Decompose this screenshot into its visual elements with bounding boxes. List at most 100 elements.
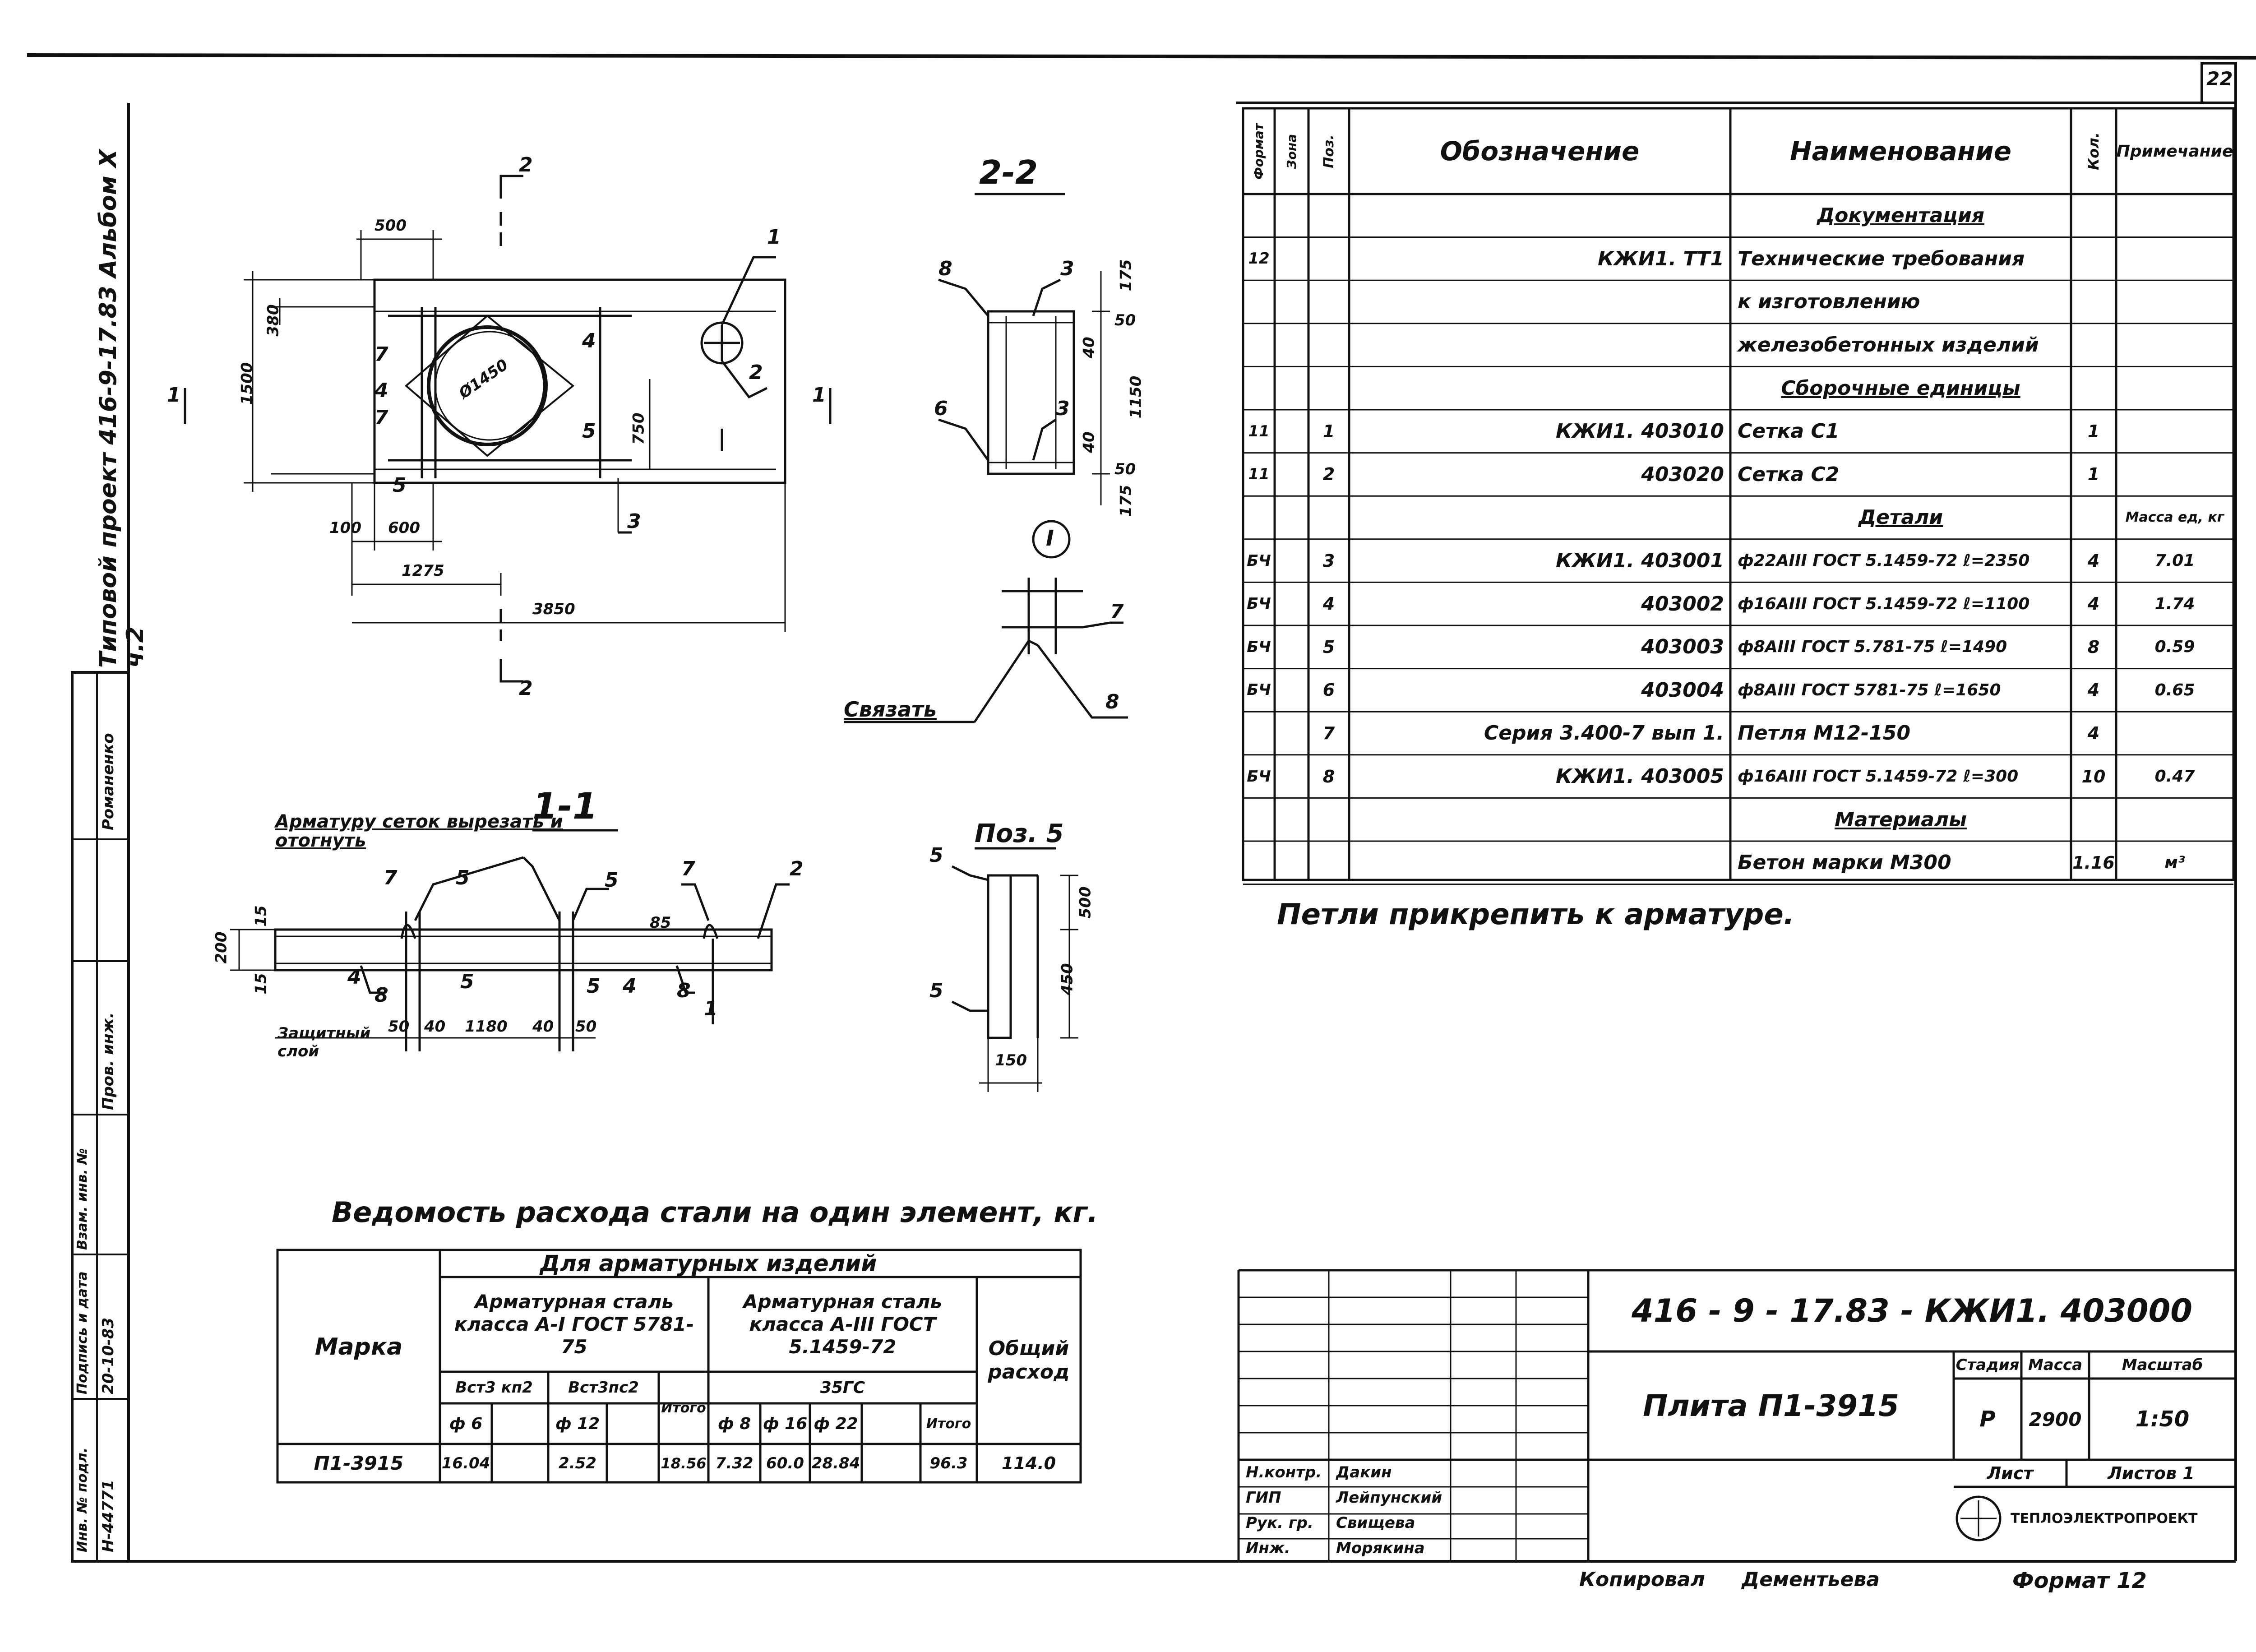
- steel-cell-itogo2: 96.3: [929, 1454, 968, 1472]
- plan-section-left: 1: [167, 384, 181, 407]
- spec-cell-des: Серия 3.400-7 вып 1.: [1484, 722, 1724, 745]
- section-1-1-pos: 7: [681, 857, 695, 880]
- spec-cell-fmt: 11: [1248, 465, 1270, 484]
- title-block-org: ТЕПЛОЭЛЕКТРОПРОЕКТ: [2011, 1510, 2198, 1527]
- spec-cell-name: Бетон марки М300: [1738, 851, 1951, 875]
- spec-cell-note: [2116, 194, 2233, 237]
- title-block-scale: 1:50: [2135, 1407, 2190, 1432]
- spec-cell-fmt: 12: [1248, 250, 1270, 268]
- section-1-1-dim: 40: [532, 1018, 554, 1036]
- steel-cell-d6: 16.04: [441, 1454, 490, 1472]
- spec-header-designation: Обозначение: [1440, 136, 1640, 167]
- side-stamp-prov-name: Романенко: [99, 733, 117, 831]
- sheet-number: 22: [2206, 68, 2233, 90]
- title-block-grid: [1237, 1269, 2236, 1561]
- section-2-2-pos: 3: [1060, 257, 1074, 280]
- spec-cell-name: железобетонных изделий: [1738, 333, 2039, 357]
- section-2-2-dim: 1150: [1127, 375, 1145, 419]
- section-2-2-dim: 50: [1114, 311, 1136, 329]
- plan-dim: 1275: [402, 562, 444, 580]
- spec-cell-note: [2116, 453, 2233, 496]
- steel-header-vst3: Вст3 кп2: [455, 1379, 533, 1397]
- steel-cell-d12: 2.52: [559, 1454, 596, 1472]
- spec-cell-name: ф16АIII ГОСТ 5.1459-72 ℓ=1100: [1738, 594, 2030, 613]
- spec-cell-name: Сборочные единицы: [1781, 376, 2020, 400]
- section-1-1-dim: 200: [212, 931, 231, 964]
- section-1-1-dim: 1180: [465, 1018, 508, 1036]
- spec-cell-name: Сетка С1: [1738, 420, 1840, 443]
- spec-cell-des: КЖИ1. 403005: [1556, 765, 1724, 788]
- spec-cell-des: [1349, 496, 1730, 539]
- side-stamp-prov-label: Пров. инж.: [99, 1012, 117, 1110]
- plan-dim: 600: [388, 519, 420, 537]
- spec-cell-name: ф8АIII ГОСТ 5.781-75 ℓ=1490: [1738, 638, 2007, 657]
- spec-row-lines: [1243, 236, 2233, 885]
- title-block-name: Дакин: [1336, 1463, 1392, 1481]
- spec-cell-pos: [1308, 280, 1349, 324]
- spec-cell-note: Масса ед, кг: [2125, 509, 2224, 526]
- spec-cell-name: Технические требования: [1738, 247, 2025, 270]
- section-1-1-pos: 4: [347, 966, 361, 989]
- spec-cell-fmt: БЧ: [1247, 767, 1271, 786]
- steel-table-grid: [276, 1249, 1082, 1484]
- spec-cell-note: [2116, 366, 2233, 410]
- pos5-label: 5: [929, 979, 943, 1002]
- pos5-dim: 500: [1076, 886, 1095, 919]
- plan-dim: 100: [329, 519, 361, 537]
- section-1-1-pos: 4: [623, 975, 637, 998]
- plan-pos-label: 3: [627, 510, 641, 533]
- spec-cell-qty: 1: [2087, 421, 2100, 441]
- spec-cell-zone: [1275, 582, 1308, 625]
- spec-cell-pos: [1308, 237, 1349, 281]
- spec-cell-fmt: БЧ: [1247, 551, 1271, 570]
- spec-cell-fmt: [1243, 194, 1275, 237]
- spec-cell-des: 403003: [1641, 635, 1724, 659]
- steel-header-vst3ps: Вст3пс2: [568, 1379, 639, 1397]
- spec-cell-note: [2116, 798, 2233, 841]
- title-block-mass-header: Масса: [2028, 1356, 2083, 1374]
- spec-cell-note: 0.65: [2154, 680, 2195, 699]
- node-1-label: 7: [1110, 600, 1124, 623]
- spec-cell-name: Документация: [1817, 204, 1985, 227]
- spec-cell-des: КЖИ1. ТТ1: [1598, 247, 1724, 270]
- spec-cell-fmt: [1243, 366, 1275, 410]
- spec-cell-pos: 4: [1322, 594, 1335, 614]
- spec-header-name: Наименование: [1790, 136, 2011, 167]
- title-block-stage: Р: [1979, 1407, 1996, 1432]
- copied-label: Копировал: [1579, 1568, 1705, 1591]
- steel-header-total: Общий расход: [988, 1337, 1070, 1384]
- section-1-1-pos: 7: [384, 866, 398, 889]
- plan-dim: 380: [264, 304, 282, 337]
- node-1-label: 8: [1105, 690, 1119, 713]
- format-label: Формат 12: [2012, 1568, 2147, 1593]
- title-block-name: Лейпунский: [1336, 1489, 1442, 1507]
- steel-header-a3: Арматурная сталь класса А-III ГОСТ 5.145…: [743, 1291, 942, 1358]
- spec-cell-name: Детали: [1858, 506, 1943, 529]
- spec-cell-pos: [1308, 366, 1349, 410]
- spec-cell-pos: [1308, 194, 1349, 237]
- spec-cell-zone: [1275, 841, 1308, 884]
- spec-cell-note: 1.74: [2154, 594, 2195, 613]
- section-2-2-dim: 175: [1117, 259, 1135, 292]
- spec-cell-name: ф16АIII ГОСТ 5.1459-72 ℓ=300: [1738, 767, 2019, 786]
- steel-header-d8: ф 8: [717, 1414, 751, 1433]
- side-stamp-sign-value: 20-10-83: [99, 1317, 117, 1394]
- spec-cell-qty: [2071, 798, 2116, 841]
- spec-cell-pos: 1: [1322, 421, 1335, 441]
- title-block-sheets-header: Листов 1: [2108, 1463, 2195, 1483]
- section-1-1-dim: 15: [252, 973, 270, 995]
- pos5-dim: 450: [1058, 963, 1077, 995]
- spec-cell-qty: [2071, 237, 2116, 281]
- copied-name: Дементьева: [1742, 1568, 1880, 1591]
- pos5-drawing: [951, 847, 1078, 1092]
- spec-cell-qty: [2071, 194, 2116, 237]
- spec-cell-qty: 1: [2087, 464, 2100, 485]
- spec-cell-name: Материалы: [1835, 808, 1967, 831]
- spec-cell-des: КЖИ1. 403001: [1556, 549, 1724, 573]
- section-1-1-dim: 40: [424, 1018, 446, 1036]
- side-stamp-inv-label: Инв. № подл.: [74, 1447, 90, 1552]
- spec-cell-qty: 8: [2087, 637, 2100, 657]
- section-2-2-dim: 175: [1117, 485, 1135, 517]
- title-block-code: 416 - 9 - 17.83 - КЖИ1. 403000: [1631, 1292, 2192, 1329]
- section-2-2-title: 2-2: [979, 153, 1038, 191]
